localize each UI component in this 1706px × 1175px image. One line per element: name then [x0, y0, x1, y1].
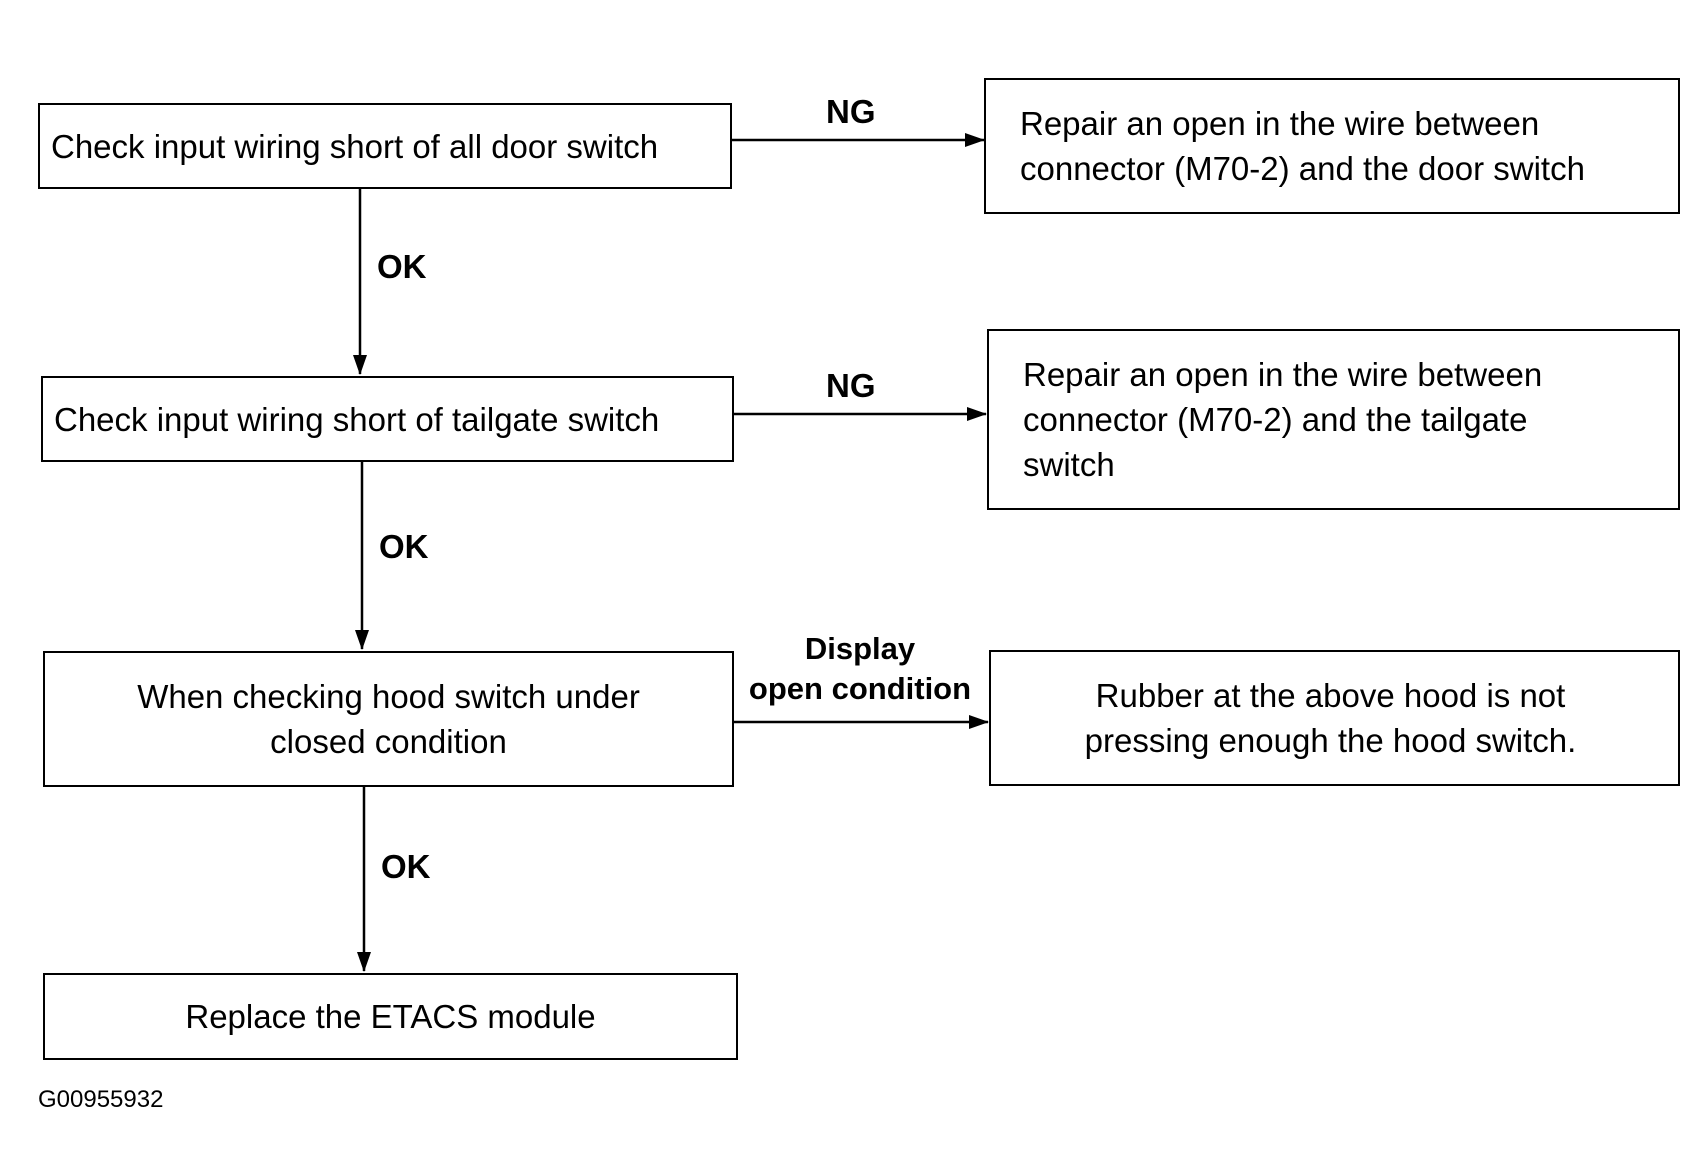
ok-label-2: OK	[379, 528, 429, 565]
ok-label-1: OK	[377, 248, 427, 285]
display-label-line-2: open condition	[748, 671, 972, 706]
ng-label-2: NG	[826, 367, 876, 404]
result-text: Rubber at the above hood is not pressing…	[1084, 677, 1577, 759]
step-box-tailgate-switch: Check input wiring short of tailgate swi…	[41, 376, 734, 462]
result-box-hood-rubber: Rubber at the above hood is not pressing…	[989, 650, 1680, 786]
display-open-condition-label: Display open condition	[736, 629, 984, 709]
result-box-door-switch-repair: Repair an open in the wire between conne…	[984, 78, 1680, 214]
result-text: Repair an open in the wire between conne…	[1020, 105, 1585, 187]
ok-label-3: OK	[381, 848, 431, 885]
result-text: Repair an open in the wire between conne…	[1023, 356, 1543, 483]
step-box-hood-switch: When checking hood switch under closed c…	[43, 651, 734, 787]
result-box-tailgate-switch-repair: Repair an open in the wire between conne…	[987, 329, 1680, 510]
step-box-door-switch: Check input wiring short of all door swi…	[38, 103, 732, 189]
step-text: Replace the ETACS module	[185, 998, 596, 1035]
figure-id: G00955932	[38, 1086, 164, 1113]
step-text: Check input wiring short of all door swi…	[51, 127, 659, 165]
ng-label-1: NG	[826, 93, 876, 130]
step-text: Check input wiring short of tailgate swi…	[54, 400, 660, 438]
step-box-replace-module: Replace the ETACS module	[43, 973, 738, 1060]
step-text: When checking hood switch under closed c…	[137, 678, 640, 760]
display-label-line-1: Display	[804, 631, 916, 666]
